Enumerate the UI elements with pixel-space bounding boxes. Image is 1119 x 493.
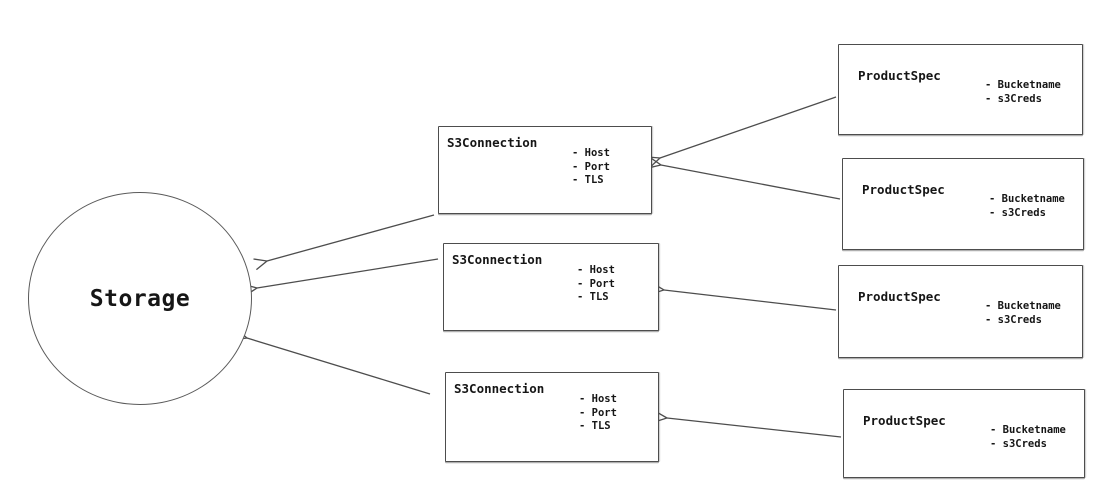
attribute: - Host bbox=[579, 393, 617, 405]
node-title: S3Connection bbox=[447, 135, 538, 150]
s3connection-node-1[interactable]: S3Connection - Host - Port - TLS bbox=[438, 126, 652, 214]
attribute: - Port bbox=[579, 406, 617, 419]
attribute: - Host bbox=[577, 264, 615, 276]
productspec-node-4[interactable]: ProductSpec - Bucketname - s3Creds bbox=[843, 389, 1085, 478]
edge-s3connection2-to-storage[interactable] bbox=[243, 258, 439, 296]
node-title: S3Connection bbox=[454, 381, 545, 396]
node-attributes: - Host - Port - TLS bbox=[577, 264, 615, 305]
s3connection-node-3[interactable]: S3Connection - Host - Port - TLS bbox=[445, 372, 659, 462]
attribute: - s3Creds bbox=[985, 92, 1042, 105]
productspec-node-2[interactable]: ProductSpec - Bucketname - s3Creds bbox=[842, 158, 1084, 250]
attribute: - TLS bbox=[572, 174, 604, 186]
edge-productspec1-to-s3connection1[interactable] bbox=[646, 96, 837, 168]
node-title: ProductSpec bbox=[863, 413, 946, 428]
storage-label: Storage bbox=[89, 285, 191, 312]
edge-productspec2-to-s3connection1[interactable] bbox=[647, 156, 841, 200]
attribute: - TLS bbox=[577, 291, 609, 303]
node-attributes: - Bucketname - s3Creds bbox=[985, 79, 1061, 106]
attribute: - Bucketname bbox=[989, 193, 1065, 205]
node-attributes: - Bucketname - s3Creds bbox=[985, 300, 1061, 327]
edge-s3connection1-to-storage[interactable] bbox=[253, 214, 435, 271]
attribute: - Bucketname bbox=[985, 300, 1061, 312]
attribute: - Bucketname bbox=[985, 79, 1061, 91]
node-attributes: - Bucketname - s3Creds bbox=[990, 424, 1066, 451]
node-title: ProductSpec bbox=[858, 68, 941, 83]
productspec-node-3[interactable]: ProductSpec - Bucketname - s3Creds bbox=[838, 265, 1083, 358]
storage-node[interactable]: Storage bbox=[28, 192, 252, 405]
edge-productspec3-to-s3connection2[interactable] bbox=[650, 282, 837, 311]
attribute: - Host bbox=[572, 147, 610, 159]
attribute: - s3Creds bbox=[989, 206, 1046, 219]
attribute: - Port bbox=[572, 160, 610, 173]
edge-productspec4-to-s3connection3[interactable] bbox=[653, 410, 842, 438]
attribute: - Port bbox=[577, 277, 615, 290]
edge-s3connection3-to-storage[interactable] bbox=[233, 328, 431, 395]
attribute: - TLS bbox=[579, 420, 611, 432]
node-title: ProductSpec bbox=[858, 289, 941, 304]
node-attributes: - Host - Port - TLS bbox=[579, 393, 617, 434]
node-title: ProductSpec bbox=[862, 182, 945, 197]
productspec-node-1[interactable]: ProductSpec - Bucketname - s3Creds bbox=[838, 44, 1083, 135]
node-attributes: - Host - Port - TLS bbox=[572, 147, 610, 188]
attribute: - s3Creds bbox=[990, 437, 1047, 450]
s3connection-node-2[interactable]: S3Connection - Host - Port - TLS bbox=[443, 243, 659, 331]
attribute: - s3Creds bbox=[985, 313, 1042, 326]
node-attributes: - Bucketname - s3Creds bbox=[989, 193, 1065, 220]
node-title: S3Connection bbox=[452, 252, 543, 267]
attribute: - Bucketname bbox=[990, 424, 1066, 436]
